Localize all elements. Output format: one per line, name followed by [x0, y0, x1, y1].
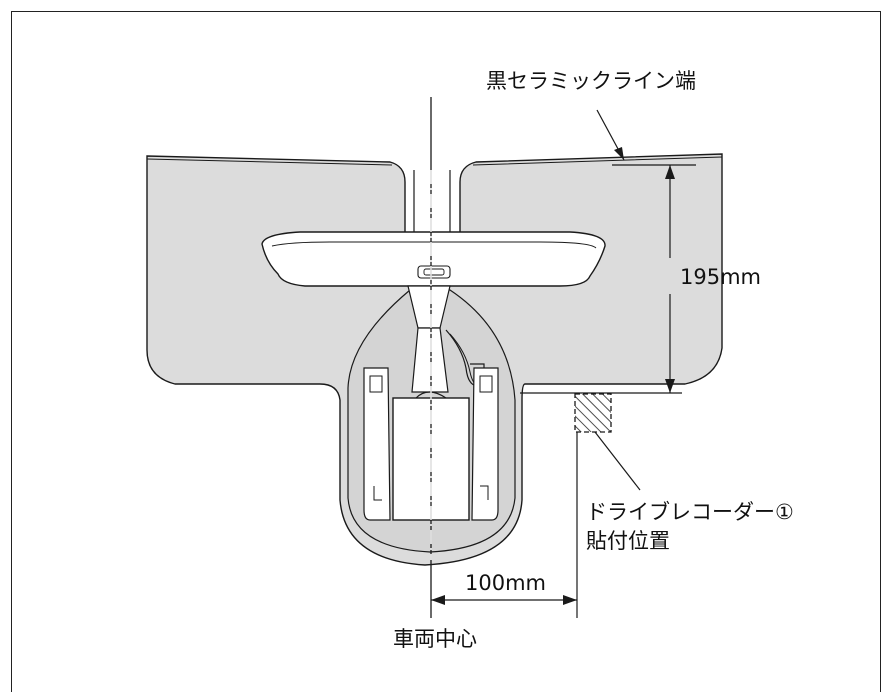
- recorder-position-label-line2: 貼付位置: [586, 529, 670, 553]
- diagram-frame: [11, 11, 881, 692]
- rearview-mirror: [261, 231, 606, 287]
- left-mount-clip: [363, 367, 391, 521]
- ceramic-top-edge: [146, 156, 723, 166]
- right-mount-clip: [471, 367, 499, 521]
- recorder-leader-line: [594, 431, 641, 491]
- recorder-placement-box: [574, 393, 612, 433]
- horizontal-dimension-label: 100mm: [465, 571, 546, 595]
- mirror-inner-edge: [271, 241, 597, 249]
- recorder-position-label-line1: ドライブレコーダー①: [586, 500, 794, 524]
- vertical-dimension-label: 195mm: [680, 265, 761, 289]
- mirror-button: [417, 265, 451, 279]
- ceramic-line-edge-label: 黒セラミックライン端: [486, 69, 696, 93]
- vehicle-center-label: 車両中心: [393, 627, 477, 651]
